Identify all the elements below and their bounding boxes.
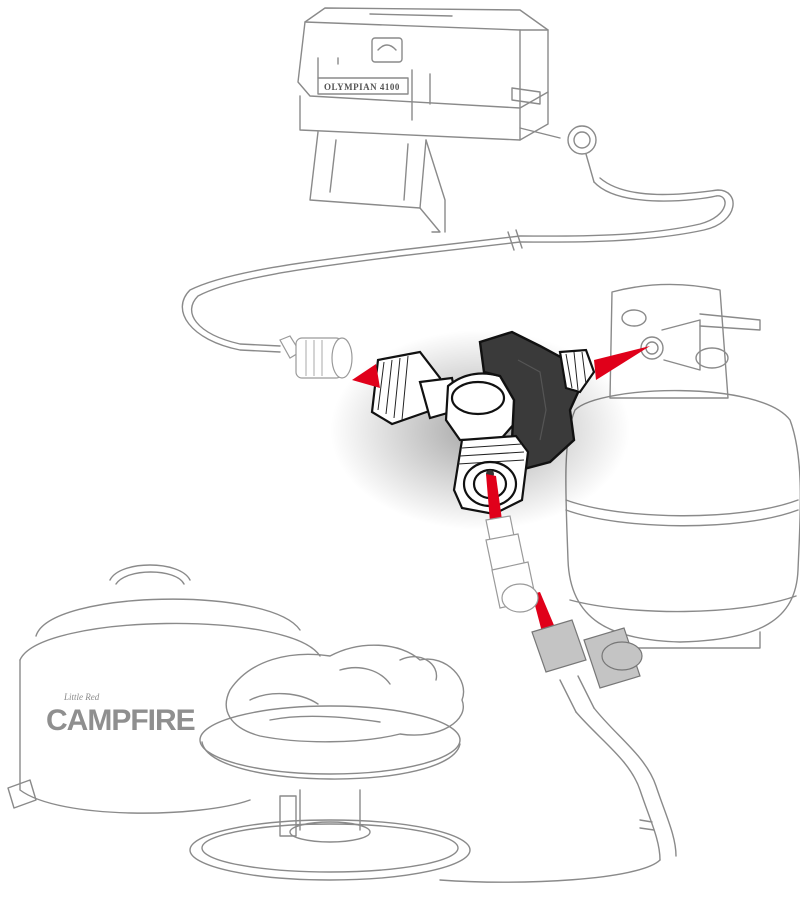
- grill-hose: [181, 177, 734, 379]
- tee-adapter: [330, 330, 630, 530]
- regulator: [439, 619, 677, 883]
- storage-case: Little Red CAMPFIRE: [7, 564, 321, 814]
- arrow-right: [594, 346, 650, 380]
- arrow-down-regulator: [532, 592, 556, 632]
- brand-logo-text: CAMPFIRE: [46, 704, 195, 737]
- grill: OLYMPIAN 4100: [297, 7, 597, 233]
- arrow-left: [352, 364, 380, 388]
- connection-arrows: [352, 346, 650, 632]
- grill-model-label: OLYMPIAN 4100: [324, 82, 400, 92]
- fire-pit: [189, 644, 471, 881]
- arrow-down: [486, 474, 502, 522]
- extension-fitting: [485, 515, 539, 613]
- brand-small-text: Little Red: [63, 692, 100, 702]
